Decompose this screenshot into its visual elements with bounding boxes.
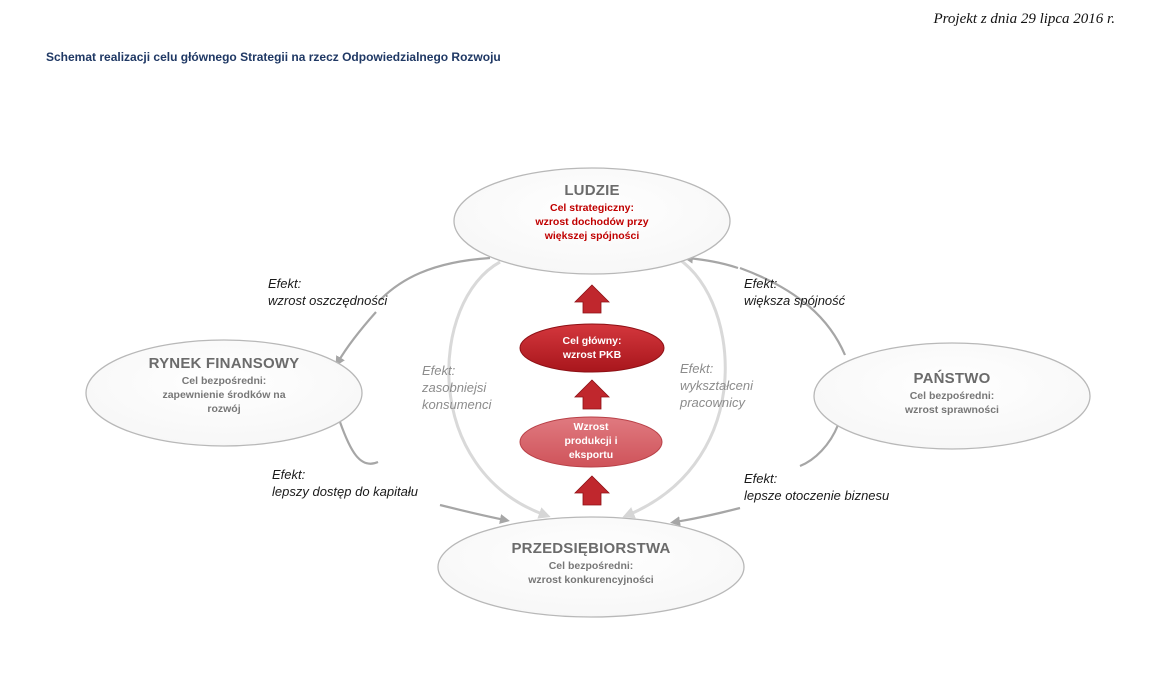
effect-oszczednosci-label: Efekt: — [268, 276, 302, 291]
effect-konsumenci-line-2: konsumenci — [422, 397, 492, 412]
red-arrow-middle — [574, 379, 610, 410]
effect-konsumenci-line-1: zasobniejsi — [422, 380, 487, 395]
node-przedsiebiorstwa-line-1: Cel bezpośredni: — [548, 560, 634, 572]
effect-pracownicy-line-1: wykształceni — [680, 378, 753, 393]
effect-kapital: Efekt: lepszy dostęp do kapitału — [272, 466, 418, 500]
node-ludzie-line-2: wzrost dochodów przy — [535, 216, 649, 228]
effect-konsumenci-label: Efekt: — [422, 363, 456, 378]
arrow-panstwo-to-ludzie — [739, 266, 847, 356]
arrow-rynek-to-firmy — [338, 421, 379, 465]
node-rynek-shape — [85, 339, 363, 447]
node-panstwo: PAŃSTWO Cel bezpośredni: wzrost sprawnoś… — [842, 370, 1062, 417]
pill-main-goal-shape — [519, 323, 665, 373]
pill-production-line-2: produkcji i — [564, 435, 618, 447]
effect-pracownicy: Efekt: wykształceni pracownicy — [680, 360, 753, 411]
node-rynek-finansowy: RYNEK FINANSOWY Cel bezpośredni: zapewni… — [104, 355, 344, 416]
node-rynek-title: RYNEK FINANSOWY — [148, 355, 300, 372]
arrow-into-firmy-left — [439, 503, 510, 524]
node-ludzie-title: LUDZIE — [564, 182, 620, 199]
arrow-into-firmy-right — [670, 506, 741, 527]
node-ludzie: LUDZIE Cel strategiczny: wzrost dochodów… — [480, 182, 704, 243]
node-ludzie-line-1: Cel strategiczny: — [549, 202, 635, 214]
arrow-into-ludzie — [683, 253, 739, 270]
arrow-rynek-upper — [335, 311, 377, 367]
pill-production-shape — [519, 416, 663, 468]
node-panstwo-shape — [813, 342, 1091, 450]
node-panstwo-title: PAŃSTWO — [913, 370, 991, 387]
pill-production-line-3: eksportu — [568, 449, 614, 461]
node-ludzie-shape — [453, 167, 731, 275]
red-arrow-bottom — [574, 475, 610, 506]
pill-production: Wzrost produkcji i eksportu — [530, 420, 652, 462]
inner-loop-left-arc — [447, 260, 551, 519]
effect-pracownicy-line-2: pracownicy — [680, 395, 746, 410]
pill-production-line-1: Wzrost — [573, 421, 609, 433]
arrow-panstwo-to-firmy — [799, 424, 840, 468]
node-firmy-shape — [437, 516, 745, 618]
node-rynek-line-3: rozwój — [207, 403, 241, 415]
node-ludzie-line-3: większej spójności — [544, 230, 640, 242]
effect-otoczenie: Efekt: lepsze otoczenie biznesu — [744, 470, 889, 504]
effect-spojnosc-label: Efekt: — [744, 276, 778, 291]
node-rynek-line-1: Cel bezpośredni: — [181, 375, 267, 387]
effect-otoczenie-label: Efekt: — [744, 471, 778, 486]
effect-otoczenie-text: lepsze otoczenie biznesu — [744, 488, 890, 503]
node-panstwo-line-2: wzrost sprawności — [905, 404, 999, 416]
node-rynek-line-2: zapewnienie środków na — [162, 389, 286, 401]
effect-konsumenci: Efekt: zasobniejsi konsumenci — [422, 362, 491, 413]
document-date-note: Projekt z dnia 29 lipca 2016 r. — [933, 11, 1115, 27]
arrow-ludzie-to-rynek — [379, 256, 491, 301]
effect-pracownicy-label: Efekt: — [680, 361, 714, 376]
effect-oszczednosci: Efekt: wzrost oszczędności — [268, 275, 387, 309]
pill-main-goal: Cel główny: wzrost PKB — [530, 334, 654, 362]
effect-kapital-text: lepszy dostęp do kapitału — [272, 484, 418, 499]
effect-spojnosc: Efekt: większa spójność — [744, 275, 845, 309]
node-przedsiebiorstwa: PRZEDSIĘBIORSTWA Cel bezpośredni: wzrost… — [471, 540, 711, 587]
diagram-title: Schemat realizacji celu głównego Strateg… — [46, 50, 501, 64]
inner-loop-right-arc — [622, 253, 727, 519]
red-arrow-top — [574, 284, 610, 314]
effect-kapital-label: Efekt: — [272, 467, 306, 482]
effect-spojnosc-text: większa spójność — [744, 293, 846, 308]
effect-oszczednosci-text: wzrost oszczędności — [268, 293, 388, 308]
node-panstwo-line-1: Cel bezpośredni: — [909, 390, 995, 402]
pill-main-goal-line-2: wzrost PKB — [562, 349, 622, 361]
node-przedsiebiorstwa-title: PRZEDSIĘBIORSTWA — [511, 540, 671, 557]
pill-main-goal-line-1: Cel główny: — [562, 335, 622, 347]
node-przedsiebiorstwa-line-2: wzrost konkurencyjności — [528, 574, 654, 586]
